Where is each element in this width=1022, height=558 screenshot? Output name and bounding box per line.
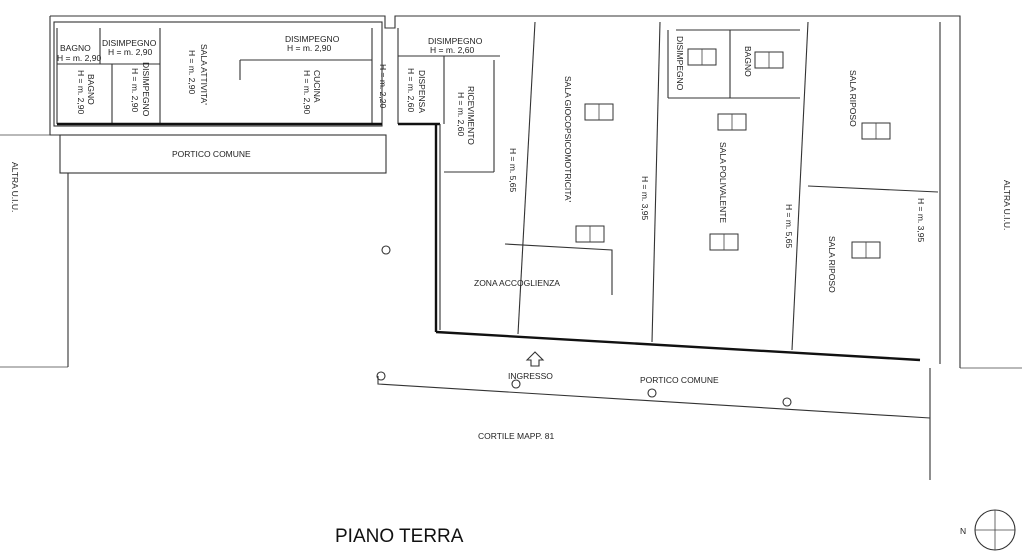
left-portico [0, 134, 387, 368]
disimpegno-3-name: DISIMPEGNO [285, 34, 340, 44]
sala-attivita-height: H = m. 2,90 [187, 50, 197, 94]
dispensa-name: DISPENSA [417, 70, 427, 113]
sala-riposo-2-name: SALA RIPOSO [827, 236, 837, 293]
bagno-2-height: H = m. 2,90 [76, 70, 86, 114]
small-room-height: H = m. 2,20 [378, 64, 388, 108]
bagno-1-name: BAGNO [60, 43, 91, 53]
main-hall-walls [434, 21, 941, 364]
sala-gioco-name: SALA GIOCOPSICOMOTRICITA' [563, 76, 573, 203]
compass-north-label: N [960, 526, 966, 536]
sala-riposo-2-height: H = m. 3,95 [916, 198, 926, 242]
sala-attivita-name: SALA ATTIVITA' [199, 44, 209, 105]
disimpegno-4-height: H = m. 2,60 [430, 45, 474, 55]
altra-uiu-left: ALTRA U.I.U. [10, 162, 20, 212]
cucina-name: CUCINA [312, 70, 322, 103]
bagno-3-name: BAGNO [743, 46, 753, 77]
left-block-walls [49, 15, 961, 368]
portico-right-label: PORTICO COMUNE [640, 375, 719, 385]
dispensa-height: H = m. 2,60 [406, 68, 416, 112]
bed-symbols [575, 48, 891, 259]
right-portico [376, 245, 1022, 480]
bagno-2-name: BAGNO [86, 74, 96, 105]
compass-icon [974, 509, 1016, 551]
ingresso-label: INGRESSO [508, 371, 553, 381]
cortile-label: CORTILE MAPP. 81 [478, 431, 554, 441]
zona-accoglienza-name: ZONA ACCOGLIENZA [474, 278, 560, 288]
disimpegno-1-name: DISIMPEGNO [102, 38, 157, 48]
ricevimento-name: RICEVIMENTO [466, 86, 476, 145]
bagno-1-height: H = m. 2,90 [57, 53, 101, 63]
altra-uiu-right: ALTRA U.I.U. [1002, 180, 1012, 230]
sala-polivalente-name: SALA POLIVALENTE [718, 142, 728, 223]
disimpegno-1-height: H = m. 2,90 [108, 47, 152, 57]
sala-gioco-height: H = m. 3,95 [640, 176, 650, 220]
sala-riposo-1-name: SALA RIPOSO [848, 70, 858, 127]
cucina-height: H = m. 2,90 [302, 70, 312, 114]
disimpegno-5-name: DISIMPEGNO [675, 36, 685, 91]
disimpegno-4-name: DISIMPEGNO [428, 36, 483, 46]
sala-polivalente-height: H = m. 5,65 [784, 204, 794, 248]
entrance-arrow-icon [525, 351, 545, 367]
disimpegno-2-name: DISIMPEGNO [141, 62, 151, 117]
zona-accoglienza-height: H = m. 5,65 [508, 148, 518, 192]
plan-title: PIANO TERRA [335, 526, 464, 547]
disimpegno-2-height: H = m. 2,90 [130, 68, 140, 112]
ricevimento-height: H = m. 2,60 [456, 92, 466, 136]
portico-left-label: PORTICO COMUNE [172, 149, 251, 159]
disimpegno-3-height: H = m. 2,90 [287, 43, 331, 53]
